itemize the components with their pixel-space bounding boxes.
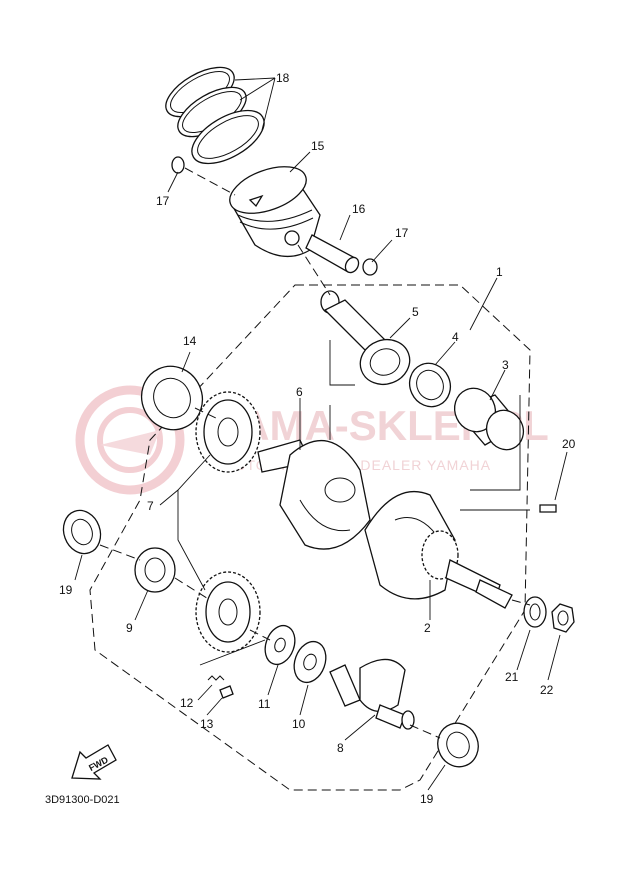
callout-4: 4	[452, 330, 459, 344]
callout-8: 8	[337, 741, 344, 755]
crankshaft-bearing-left	[62, 509, 102, 555]
piston-pin-clip-left	[171, 156, 185, 174]
needle-bearing	[408, 362, 452, 408]
callout-17-right: 17	[395, 226, 409, 240]
callout-3: 3	[502, 358, 509, 372]
woodruff-key	[539, 504, 557, 513]
callout-19-right: 19	[420, 792, 434, 806]
callout-14: 14	[183, 334, 197, 348]
callout-11: 11	[258, 697, 271, 711]
callout-20: 20	[562, 437, 576, 451]
piston-rings	[165, 66, 265, 165]
primary-drive-gear-upper	[195, 391, 261, 473]
callout-2: 2	[424, 621, 431, 635]
balancer-collar	[134, 547, 176, 593]
callout-10: 10	[292, 717, 306, 731]
callouts: 18 15 17 16 17 1 5 4 3 14 6 7 20 19 9 2 …	[59, 71, 576, 806]
crankshaft-bearing-upper	[140, 365, 204, 431]
piston-pin-clip-right	[362, 258, 378, 276]
callout-13: 13	[200, 717, 214, 731]
connecting-rod	[320, 290, 411, 386]
piston-pin	[305, 234, 360, 274]
pin	[219, 685, 234, 699]
crank-pin	[453, 387, 525, 451]
plate-washer-11	[264, 624, 296, 666]
watermark-logo	[75, 385, 185, 495]
callout-19-left: 19	[59, 583, 73, 597]
crankshaft-left	[257, 439, 371, 550]
callout-16: 16	[352, 202, 366, 216]
plate-washer-10	[293, 640, 327, 684]
callout-21: 21	[505, 670, 519, 684]
callout-12: 12	[180, 696, 194, 710]
callout-17-left: 17	[156, 194, 170, 208]
balancer-drive-gear	[195, 571, 261, 653]
crankshaft-right	[364, 490, 513, 609]
nut	[551, 603, 575, 633]
assembly-boundary	[89, 284, 531, 791]
callout-1: 1	[496, 265, 503, 279]
callout-15: 15	[311, 139, 325, 153]
leader-lines	[74, 77, 568, 791]
callout-6: 6	[296, 385, 303, 399]
callout-5: 5	[412, 305, 419, 319]
drawing-code: 3D91300-D021	[45, 794, 120, 806]
assembly-guides	[99, 167, 531, 739]
spring	[207, 675, 225, 681]
callout-9: 9	[126, 621, 133, 635]
washer	[523, 596, 547, 628]
callout-7: 7	[147, 499, 154, 513]
callout-22: 22	[540, 683, 554, 697]
balancer-shaft	[329, 658, 415, 730]
balancer-bearing	[437, 722, 479, 768]
piston	[229, 166, 321, 257]
forward-arrow-icon: FWD	[71, 744, 117, 780]
callout-18: 18	[276, 71, 290, 85]
